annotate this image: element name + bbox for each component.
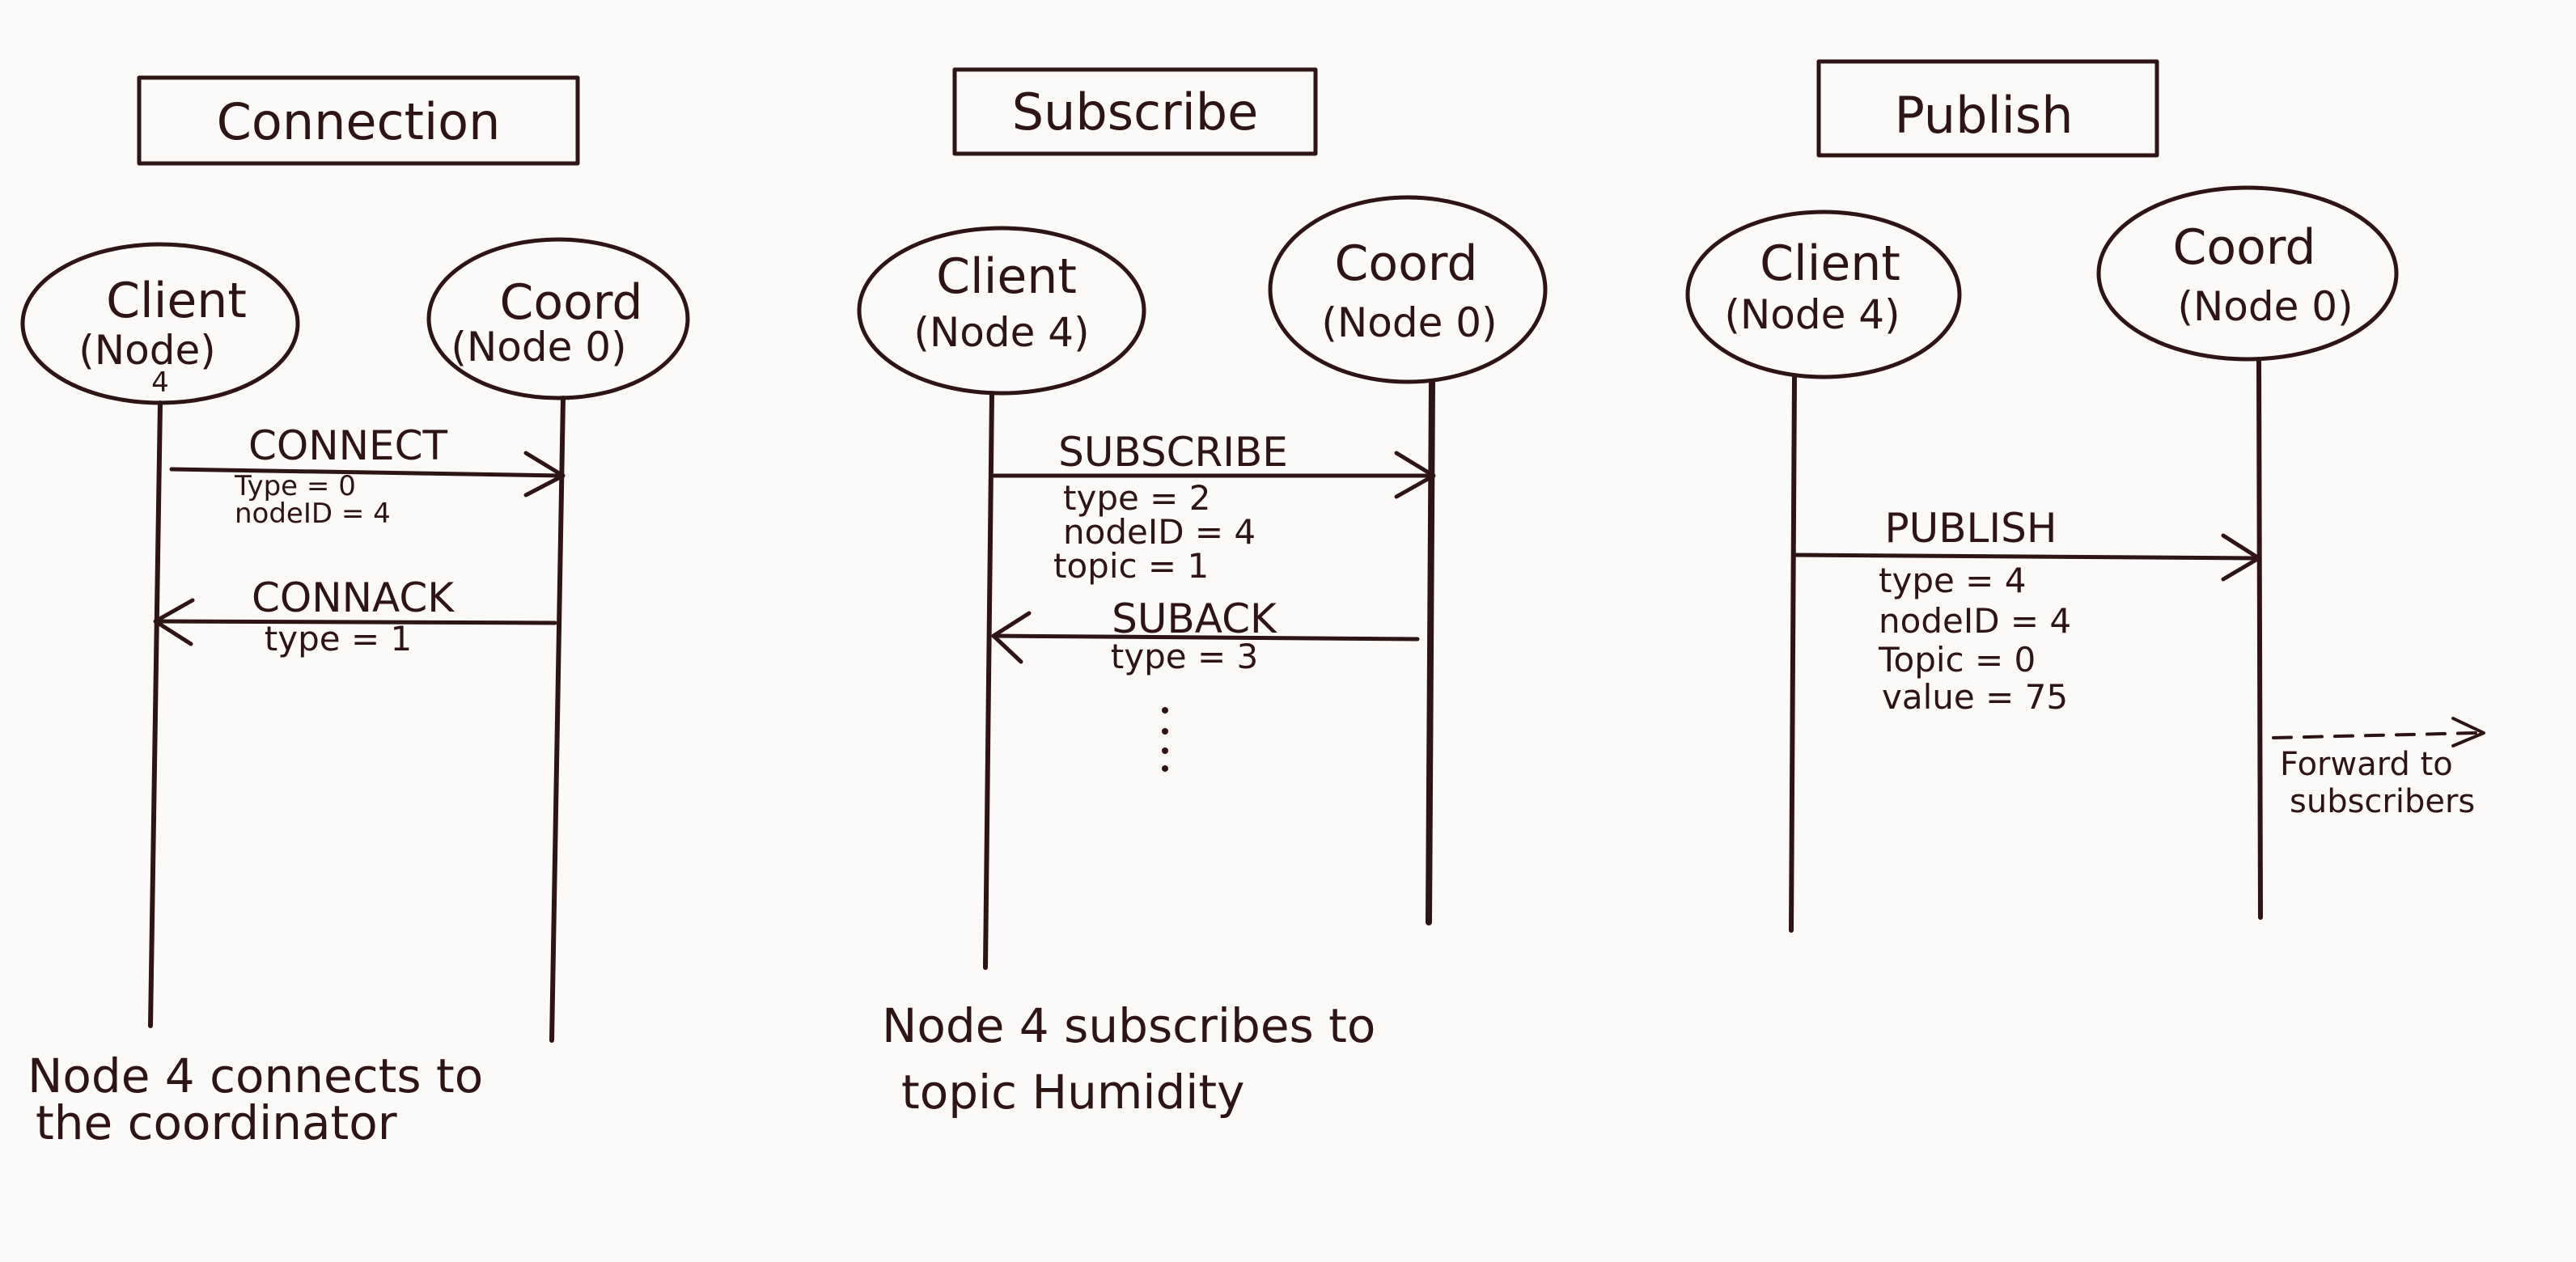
publish-title: Publish (1895, 86, 2074, 145)
continuation-dots (1162, 707, 1168, 772)
connection-caption-line-2: the coordinator (36, 1095, 397, 1150)
publish-coord-node (2096, 185, 2399, 362)
publish-label: PUBLISH (1885, 505, 2057, 552)
connection-caption-line-1: Node 4 connects to (28, 1048, 483, 1103)
forward-note-line-1: Forward to (2280, 746, 2453, 783)
forward-note-line-2: subscribers (2290, 783, 2475, 820)
connection-client-name: Client (106, 273, 247, 329)
connect-arrow (169, 467, 564, 478)
subscribe-diagram: Subscribe Client (Node 4) Coord (Node 0)… (857, 67, 1548, 1120)
connection-coord-lifeline (549, 396, 566, 1043)
connection-title-box (137, 75, 580, 166)
publish-field-1: type = 4 (1879, 561, 2026, 600)
suback-field-1: type = 3 (1111, 637, 1258, 676)
publish-field-3: Topic = 0 (1878, 640, 2036, 680)
connack-field-1: type = 1 (265, 619, 412, 659)
subscribe-client-sub: (Node 4) (913, 309, 1089, 356)
connect-field-1: Type = 0 (234, 470, 356, 502)
subscribe-field-2: nodeID = 4 (1063, 512, 1256, 552)
connect-arrowhead (523, 451, 566, 498)
publish-field-4: value = 75 (1882, 677, 2068, 717)
suback-arrowhead (991, 611, 1032, 664)
publish-field-2: nodeID = 4 (1879, 601, 2071, 641)
connection-client-extra: 4 (151, 366, 169, 399)
subscribe-field-1: type = 2 (1063, 478, 1210, 518)
forward-dashed-arrow (2272, 731, 2477, 739)
publish-client-node (1685, 210, 1962, 379)
subscribe-client-node (857, 226, 1146, 396)
publish-arrowhead (2221, 533, 2261, 582)
connack-arrowhead (153, 598, 195, 646)
connack-arrow (155, 619, 557, 625)
publish-arrow (1792, 553, 2260, 561)
publish-coord-lifeline (2256, 357, 2263, 920)
publish-title-box (1816, 59, 2159, 158)
subscribe-arrowhead (1394, 451, 1436, 499)
subscribe-field-3: topic = 1 (1053, 546, 1209, 586)
suback-arrow (991, 633, 1420, 642)
connection-diagram: Connection Client (Node) 4 Coord (Node 0… (20, 75, 690, 1150)
subscribe-coord-lifeline (1426, 379, 1435, 925)
publish-coord-name: Coord (2172, 219, 2315, 276)
publish-coord-sub: (Node 0) (2177, 283, 2353, 330)
subscribe-coord-name: Coord (1334, 235, 1477, 292)
connection-coord-sub: (Node 0) (451, 324, 626, 371)
publish-client-name: Client (1760, 235, 1900, 292)
subscribe-client-lifeline (983, 391, 994, 970)
subscribe-title: Subscribe (1012, 83, 1259, 142)
forward-arrowhead (2451, 717, 2485, 747)
connection-coord-name: Coord (499, 274, 642, 331)
connack-label: CONNACK (252, 574, 455, 621)
connection-client-sub: (Node) (78, 327, 216, 374)
connection-coord-node (426, 237, 690, 400)
connect-label: CONNECT (248, 422, 448, 469)
connect-field-2: nodeID = 4 (235, 498, 391, 530)
publish-client-sub: (Node 4) (1724, 291, 1900, 338)
subscribe-client-name: Client (936, 248, 1077, 305)
publish-client-lifeline (1789, 375, 1797, 933)
subscribe-coord-sub: (Node 0) (1321, 299, 1497, 346)
subscribe-caption-line-2: topic Humidity (901, 1065, 1244, 1120)
subscribe-title-box (952, 67, 1318, 156)
connection-client-lifeline (148, 400, 163, 1028)
subscribe-caption-line-1: Node 4 subscribes to (882, 998, 1375, 1053)
suback-label: SUBACK (1112, 595, 1277, 642)
subscribe-coord-node (1268, 195, 1548, 384)
connection-title: Connection (217, 92, 501, 151)
subscribe-label: SUBSCRIBE (1058, 429, 1288, 476)
publish-diagram: Publish Client (Node 4) Coord (Node 0) P… (1685, 59, 2485, 933)
